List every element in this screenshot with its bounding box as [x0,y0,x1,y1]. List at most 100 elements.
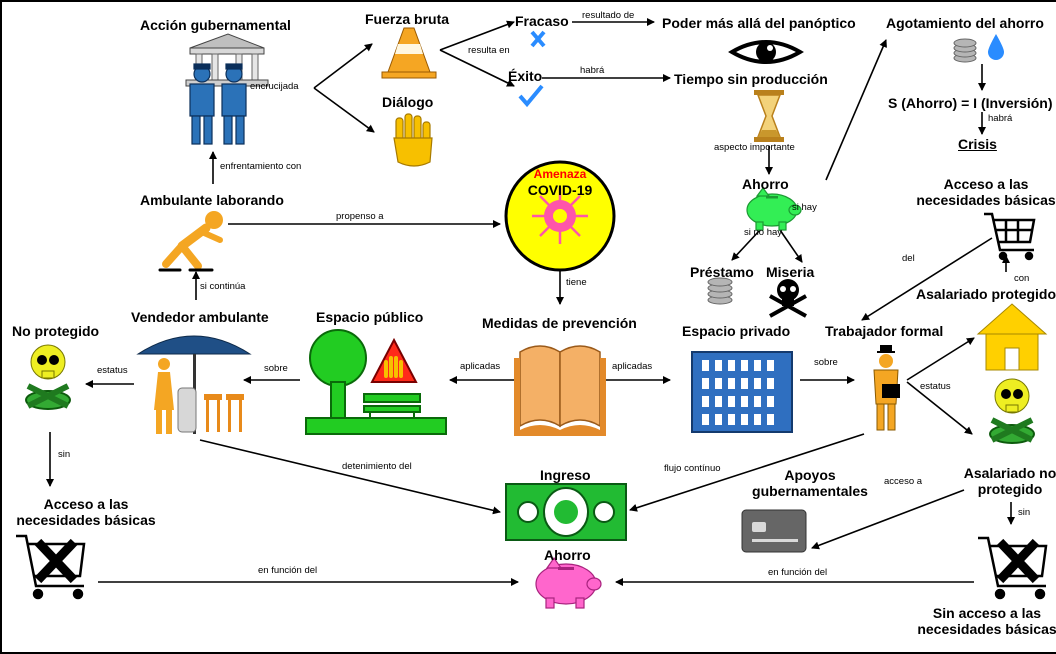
poison-skull-icon [25,344,71,410]
edge-label-si-hay: si hay [792,202,817,213]
accion-gubernamental-label: Acción gubernamental [140,17,291,33]
edge-label-con: con [1014,273,1030,284]
cancelled-cart-icon [978,536,1048,600]
edge-label-aplicadas-left: aplicadas [460,361,501,372]
amenaza-label: Amenaza [533,167,587,181]
acceso-basicas-top-line1: Acceso a las [943,176,1029,192]
ambulante-laborando-label: Ambulante laborando [140,192,284,208]
traffic-cone-icon [381,27,437,79]
police-icon [189,63,247,145]
edge-to-agotamiento [825,39,887,181]
agotamiento-ahorro-label: Agotamiento del ahorro [886,15,1044,31]
fuerza-bruta-label: Fuerza bruta [365,11,450,27]
office-building-icon [691,351,793,433]
poison-skull-icon [989,378,1035,444]
coins-icon [953,38,977,63]
tree-icon [305,329,447,435]
edge-label-enfrentamiento-con: enfrentamiento con [220,161,302,172]
caution-hand-sign-icon [370,337,418,383]
trabajador-formal-label: Trabajador formal [825,323,944,339]
acceso-basicas-top-label: Acceso a las necesidades básicas [916,176,1056,208]
house-icon [976,303,1048,371]
ingreso-label: Ingreso [540,467,591,483]
edge-acceso-a [811,489,965,550]
ahorro-top-label: Ahorro [742,176,789,192]
edge-label-propenso-a: propenso a [336,211,384,222]
covid-label: COVID-19 [527,182,593,198]
asalariado-no-protegido-line2: protegido [977,481,1043,498]
apoyos-line1: Apoyos [784,467,836,483]
edge-label-sin-right: sin [1018,507,1031,518]
prestamo-label: Préstamo [690,264,754,280]
cross-mark-icon [530,30,546,48]
acceso-basicas-left-label: Acceso a las necesidades básicas [6,496,166,528]
crisis-label: Crisis [958,136,997,152]
edge-to-miseria [779,229,803,263]
miseria-label: Miseria [766,264,815,280]
skater-icon [158,211,223,272]
edge-label-estatus-left: estatus [97,365,128,376]
vendedor-ambulante-label: Vendedor ambulante [131,309,269,325]
edge-label-resultado-de: resultado de [582,10,635,21]
edge-label-aspecto-importante: aspecto importante [714,142,795,153]
s-igual-i-label: S (Ahorro) = I (Inversión) [888,95,1053,111]
skull-crossbones-icon [769,279,807,318]
piggy-bank-icon [535,556,602,609]
water-drop-icon [988,34,1004,60]
acceso-basicas-left-line1: Acceso a las [43,496,129,512]
edge-label-habra-2: habrá [988,113,1013,124]
edge-label-aplicadas-right: aplicadas [612,361,653,372]
edge-label-estatus-right: estatus [920,381,951,392]
edge-to-prestamo [731,229,761,261]
medidas-prevencion-label: Medidas de prevención [482,315,637,331]
edge-to-fuerza-bruta [313,43,373,89]
fracaso-label: Fracaso [515,13,569,29]
businessman-icon [873,345,900,431]
edge-flujo-continuo [629,433,865,512]
virus-icon [504,160,616,272]
sin-acceso-line1: Sin acceso a las [932,605,1042,621]
tiempo-sin-produccion-label: Tiempo sin producción [674,71,828,87]
edge-to-asalariado-no-protegido [906,381,973,435]
credit-card-icon [741,509,807,553]
dialogo-label: Diálogo [382,94,434,110]
edge-label-en-funcion-left: en función del [258,565,318,576]
poder-panoptico-label: Poder más allá del panóptico [662,15,856,31]
edge-label-detenimiento-del: detenimiento del [342,461,412,472]
edge-label-del: del [902,253,915,264]
edge-label-resulta-en: resulta en [468,45,510,56]
asalariado-no-protegido-line1: Asalariado no [963,465,1056,481]
edge-label-si-continua: si continúa [200,281,246,292]
edge-label-habra-1: habrá [580,65,605,76]
edge-to-asalariado-protegido [906,337,975,381]
coins-icon [707,277,733,305]
banknote-icon [505,483,627,541]
apoyos-gubernamentales-label: Apoyos gubernamentales [740,467,880,499]
apoyos-line2: gubernamentales [752,483,868,500]
asalariado-no-protegido-label: Asalariado no protegido [960,465,1056,497]
edge-label-acceso-a: acceso a [884,476,923,487]
edge-del [861,237,993,321]
ahorro-bottom-label: Ahorro [544,547,591,563]
acceso-basicas-left-line2: necesidades básicas [16,512,156,529]
umbrella-vendor-icon [136,335,252,434]
stop-hand-icon [393,113,433,167]
eye-icon [728,40,804,64]
edge-detenimiento [199,439,501,515]
edge-to-exito [439,49,515,87]
open-book-icon [514,345,606,436]
edge-label-sobre-right: sobre [814,357,838,368]
acceso-basicas-top-line2: necesidades básicas [916,192,1056,209]
shopping-cart-icon [984,212,1036,261]
edge-label-tiene: tiene [566,277,587,288]
edge-label-flujo-continuo: flujo contínuo [664,463,721,474]
edge-to-fracaso [439,20,515,51]
edge-label-en-funcion-right: en función del [768,567,828,578]
exito-label: Éxito [508,68,543,84]
asalariado-protegido-label: Asalariado protegido [916,286,1056,302]
edge-label-sin-left: sin [58,449,71,460]
edge-to-dialogo [313,87,375,133]
check-mark-icon [518,84,544,108]
sin-acceso-label: Sin acceso a las necesidades básicas [916,605,1056,637]
